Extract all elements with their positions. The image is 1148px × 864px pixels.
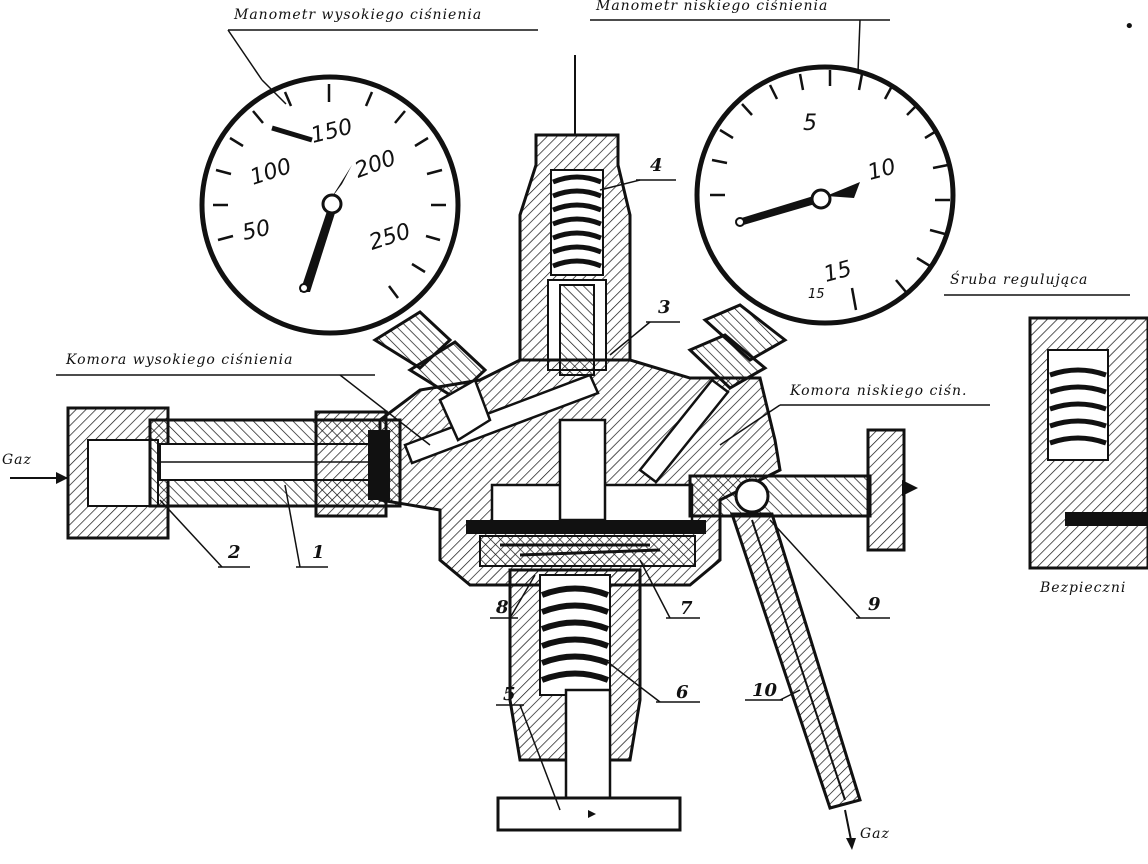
safety-valve-label: Bezpieczni <box>1040 580 1127 596</box>
part-number-2: 2 <box>228 542 241 563</box>
safety-valve <box>944 294 1148 570</box>
lp-gauge-nut <box>687 303 788 390</box>
lp-scale-5: 5 <box>803 111 817 136</box>
part-number-4: 4 <box>650 155 663 176</box>
hp-gauge-label: Manometr wysokiego ciśnienia <box>234 7 483 23</box>
high-pressure-gauge: 50 100 150 200 250 <box>199 29 538 336</box>
part-number-6: 6 <box>676 682 689 703</box>
part-number-1: 1 <box>312 542 325 563</box>
lp-gauge-label: Manometr niskiego ciśnienia <box>596 0 829 14</box>
top-spring-housing <box>518 55 632 376</box>
part-number-7: 7 <box>680 598 693 619</box>
hp-chamber-label: Komora wysokiego ciśnienia <box>66 352 294 368</box>
hp-gauge-nut <box>372 310 492 442</box>
gas-inlet-label: Gaz <box>2 452 32 468</box>
part-number-5: 5 <box>503 684 516 705</box>
leader-lines <box>56 179 990 811</box>
low-pressure-gauge: 5 10 15 15 <box>590 19 956 326</box>
lp-scale-15-small: 15 <box>808 287 825 302</box>
lp-chamber-label: Komora niskiego ciśn. <box>790 383 968 399</box>
outlet-valve <box>688 428 918 850</box>
regulator-body <box>378 358 782 587</box>
part-number-9: 9 <box>868 594 881 615</box>
inlet-connector <box>10 406 402 540</box>
gas-outlet-label: Gaz <box>860 826 890 842</box>
part-number-10: 10 <box>752 680 778 701</box>
hp-scale-50: 50 <box>240 216 273 246</box>
part-number-8: 8 <box>496 597 509 618</box>
bottom-spring-housing <box>496 568 682 832</box>
adjusting-screw-label: Śruba regulująca <box>950 272 1089 288</box>
part-number-3: 3 <box>658 297 671 318</box>
corner-mark: • <box>1124 16 1135 37</box>
